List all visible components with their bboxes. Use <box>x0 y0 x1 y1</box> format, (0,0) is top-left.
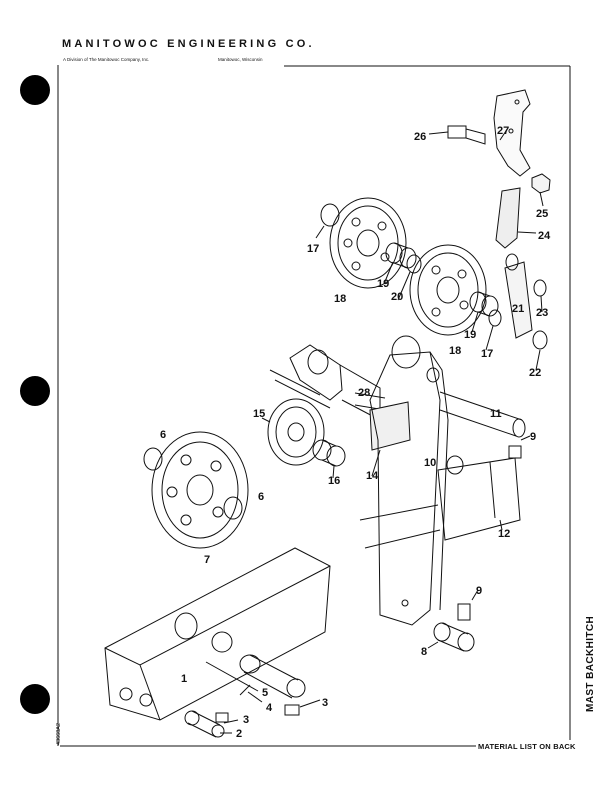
bushing-part-16 <box>312 439 346 467</box>
sheave-part-18-lower <box>409 244 487 336</box>
bushing-part-22 <box>532 330 548 350</box>
callout-8: 8 <box>421 646 427 658</box>
company-name: MANITOWOC ENGINEERING CO. <box>62 38 315 50</box>
callout-7: 7 <box>204 554 210 566</box>
callout-14: 14 <box>366 470 379 482</box>
callout-23: 23 <box>536 307 548 319</box>
callout-5: 5 <box>262 687 268 699</box>
pin-part-2 <box>184 710 225 738</box>
binder-hole-top <box>20 75 50 105</box>
link-part-21 <box>504 261 533 339</box>
callout-10: 10 <box>424 457 436 469</box>
callout-22: 22 <box>529 367 541 379</box>
callout-1: 1 <box>181 673 187 685</box>
callout-9-lower: 9 <box>476 585 482 597</box>
plate-part-3-left <box>215 712 229 723</box>
callout-12: 12 <box>498 528 510 540</box>
washer-part-20 <box>406 254 422 274</box>
callout-21: 21 <box>512 303 524 315</box>
callout-24: 24 <box>538 230 551 242</box>
callout-18-upper: 18 <box>334 293 346 305</box>
division-line: A Division of The Manitowoc Company, Inc… <box>63 57 150 62</box>
callout-27: 27 <box>497 125 509 137</box>
callout-11: 11 <box>490 408 502 420</box>
plate-part-3-right <box>284 704 300 716</box>
callout-numbers: 26 27 25 24 17 18 19 20 21 23 19 18 17 2… <box>160 125 551 740</box>
base-part-1 <box>104 547 331 721</box>
pin-part-5 <box>239 654 306 699</box>
callout-leaders <box>220 127 544 734</box>
sheave-part-18-upper <box>329 197 407 289</box>
bushing-part-19-upper <box>385 242 417 269</box>
frame-part-12 <box>359 455 521 549</box>
callout-19-upper: 19 <box>377 278 389 290</box>
spacer-part-17-lower <box>488 309 502 327</box>
shaft-part-11 <box>439 391 526 438</box>
sheave-part-7 <box>151 431 249 549</box>
pin-part-8 <box>433 622 475 652</box>
callout-18-lower: 18 <box>449 345 461 357</box>
washer-part-23 <box>533 279 547 297</box>
bushing-part-6-right <box>223 496 243 520</box>
callout-17-upper: 17 <box>307 243 319 255</box>
callout-20: 20 <box>391 291 403 303</box>
mast-part-10 <box>369 335 449 626</box>
binder-hole-bottom <box>20 684 50 714</box>
plate-part-24 <box>495 187 521 249</box>
callout-6-left: 6 <box>160 429 166 441</box>
binder-hole-middle <box>20 376 50 406</box>
nut-part-25 <box>531 173 551 194</box>
plate-part-9-lower <box>457 603 471 621</box>
section-title: MAST BACKHITCH <box>585 615 596 712</box>
block-part-14 <box>369 401 411 451</box>
callout-25: 25 <box>536 208 548 220</box>
frame-top-structure <box>269 344 381 421</box>
rod-part-4 <box>205 661 259 692</box>
bushing-part-6-left <box>143 447 163 471</box>
bushing-part-19-lower <box>469 291 499 317</box>
sheave-part-15 <box>267 398 325 466</box>
callout-2: 2 <box>236 728 242 740</box>
callout-4: 4 <box>266 702 273 714</box>
callout-16: 16 <box>328 475 340 487</box>
bolt-part-26 <box>447 125 486 145</box>
callout-28: 28 <box>358 387 370 399</box>
callout-3-right: 3 <box>322 697 328 709</box>
spacer-part-17-upper <box>320 203 340 227</box>
callout-15: 15 <box>253 408 265 420</box>
bracket-part-27 <box>493 89 531 177</box>
plate-part-9-upper <box>508 445 522 459</box>
callout-3-left: 3 <box>243 714 249 726</box>
callout-17-lower: 17 <box>481 348 493 360</box>
callout-19-lower: 19 <box>464 329 476 341</box>
callout-6-right: 6 <box>258 491 264 503</box>
callout-26: 26 <box>414 131 426 143</box>
callout-9-upper: 9 <box>530 431 536 443</box>
material-list-note: MATERIAL LIST ON BACK <box>478 742 576 751</box>
location-line: Manitowoc, Wisconsin <box>218 57 263 62</box>
washer-part-21-top <box>505 253 519 271</box>
document-number: 43668A2 <box>56 722 62 745</box>
